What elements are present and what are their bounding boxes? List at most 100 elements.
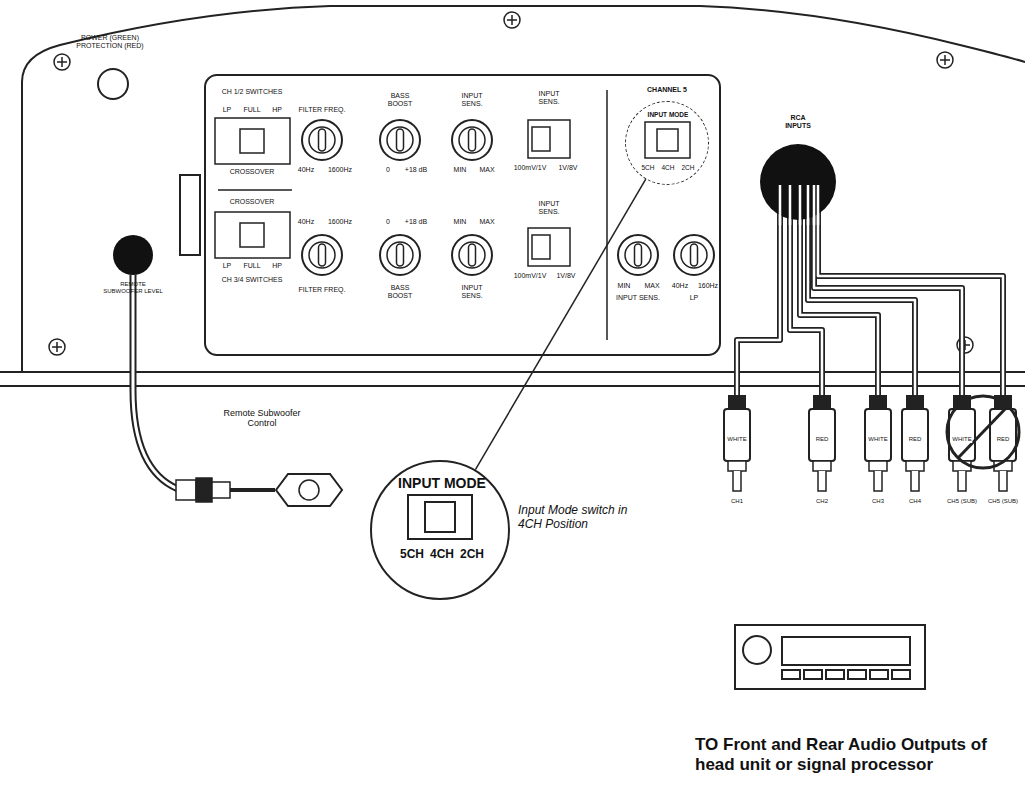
label: 1V/8V [556,272,575,280]
head-unit [735,625,925,689]
label: MIN [454,166,467,174]
node-text: 5CH [641,164,654,171]
label: CROSSOVER [230,168,275,176]
remote-jack [113,235,153,275]
label: 40Hz [298,218,314,226]
label: BASS BOOST [385,284,415,300]
label: MAX [479,166,494,174]
label: MIN [454,218,467,226]
label: +18 dB [405,166,427,174]
label: 1600Hz [328,166,352,174]
label: 1600Hz [328,218,352,226]
label: Input Mode switch in 4CH Position [518,504,640,532]
rca-plug [809,395,835,491]
label: 40Hz [672,282,688,290]
control-panel [205,75,720,355]
not-used-mark [947,396,1019,468]
label: 100mV/1V [514,164,547,172]
label: REMOTE SUBWOOFER LEVEL [103,281,163,295]
label: CH2 [816,498,828,505]
label: 160Hz [698,282,718,290]
knob [380,120,420,160]
label: Remote Subwoofer Control [212,408,312,429]
label: POWER (GREEN) PROTECTION (RED) [70,34,150,50]
rca-plug [724,395,750,491]
node-text: 2CH [681,164,694,171]
remote-plug [176,474,342,506]
label: CH5 (SUB) [988,498,1018,505]
rca-plug [902,395,928,491]
node-text: 4CH [430,548,454,561]
power-led [98,69,128,99]
rca-plug [865,395,891,491]
screw [504,12,520,28]
label: 0 [386,166,390,174]
node-text: 5CH [400,548,424,561]
switches [215,118,690,539]
label: FILTER FREQ. [299,286,346,294]
label: 0 [386,218,390,226]
label: LP [223,106,232,114]
knobs [302,120,714,275]
label: LP [223,262,232,270]
knob [302,235,342,275]
label: MAX [644,282,659,290]
knob [452,120,492,160]
label: RED [908,436,923,443]
node-text: INPUT MODE [398,476,486,491]
label: MIN [618,282,631,290]
label: LP [690,294,699,302]
label: CH 3/4 SWITCHES [222,276,283,284]
rca-plugs [724,395,1016,491]
label: INPUT SENS. [616,294,660,302]
node-text: 2CH [460,548,484,561]
screws [49,12,973,355]
label: HP [272,106,282,114]
label: WHITE [951,436,972,443]
label: INPUT SENS. [532,90,566,106]
label: INPUT SENS. [532,200,566,216]
label: CHANNEL 5 [647,86,687,94]
label: HP [272,262,282,270]
label: CH 1/2 SWITCHES [222,88,283,96]
label: CH4 [909,498,921,505]
rca-wires-front [780,185,818,225]
label: FILTER FREQ. [299,106,346,114]
node-text: INPUT MODE [648,111,689,118]
knob [302,120,342,160]
label: CH1 [731,498,743,505]
label: 100mV/1V [514,272,547,280]
label: CH3 [872,498,884,505]
input-mode-callout: INPUT MODE 5CH 4CH 2CH [370,460,510,600]
label: TO Front and Rear Audio Outputs of head … [695,735,1017,774]
remote-cable [133,275,275,490]
screw [937,52,953,68]
node-text: 4CH [661,164,674,171]
label: WHITE [867,436,888,443]
label: INPUT SENS. [456,284,488,300]
label: FULL [243,262,260,270]
label: 40Hz [298,166,314,174]
screw [49,339,65,355]
label: +18 dB [405,218,427,226]
knob [380,235,420,275]
label: BASS BOOST [385,92,415,108]
rca-grommet [760,144,836,220]
fuse-tab [180,175,200,255]
leader-line [475,179,645,469]
knob [618,235,658,275]
label: CH5 (SUB) [947,498,977,505]
label: WHITE [726,436,747,443]
label: RCA INPUTS [778,114,818,130]
label: MAX [479,218,494,226]
input-mode-switch-area: INPUT MODE 5CH 4CH 2CH [625,101,709,185]
label: INPUT SENS. [456,92,488,108]
label: FULL [243,106,260,114]
label: RED [996,436,1011,443]
knob [452,235,492,275]
knob [674,235,714,275]
screw [54,54,70,70]
label: RED [815,436,830,443]
